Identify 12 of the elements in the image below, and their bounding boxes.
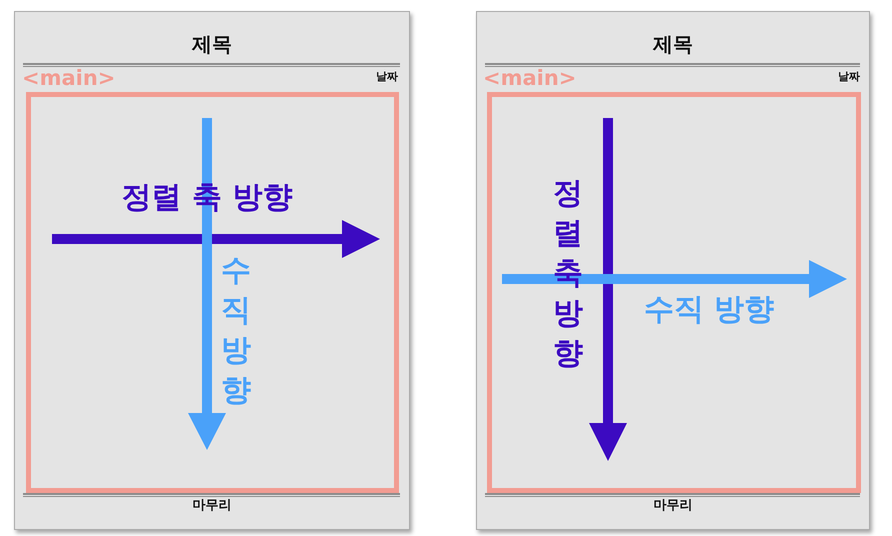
date-text: 날짜 xyxy=(376,70,398,83)
page-panel xyxy=(14,11,410,530)
footer-text: 마무리 xyxy=(192,498,232,513)
page-title: 제목 xyxy=(192,32,232,56)
page-panel xyxy=(476,11,870,530)
axis-label: 수직 방향 xyxy=(644,293,774,327)
footer-text: 마무리 xyxy=(654,498,692,513)
date-text: 날짜 xyxy=(838,70,860,83)
page-title: 제목 xyxy=(653,32,693,56)
axis-label: 수직 방향 xyxy=(220,252,252,410)
main-tag-label: <main> xyxy=(483,66,576,90)
main-tag-label: <main> xyxy=(22,66,116,90)
